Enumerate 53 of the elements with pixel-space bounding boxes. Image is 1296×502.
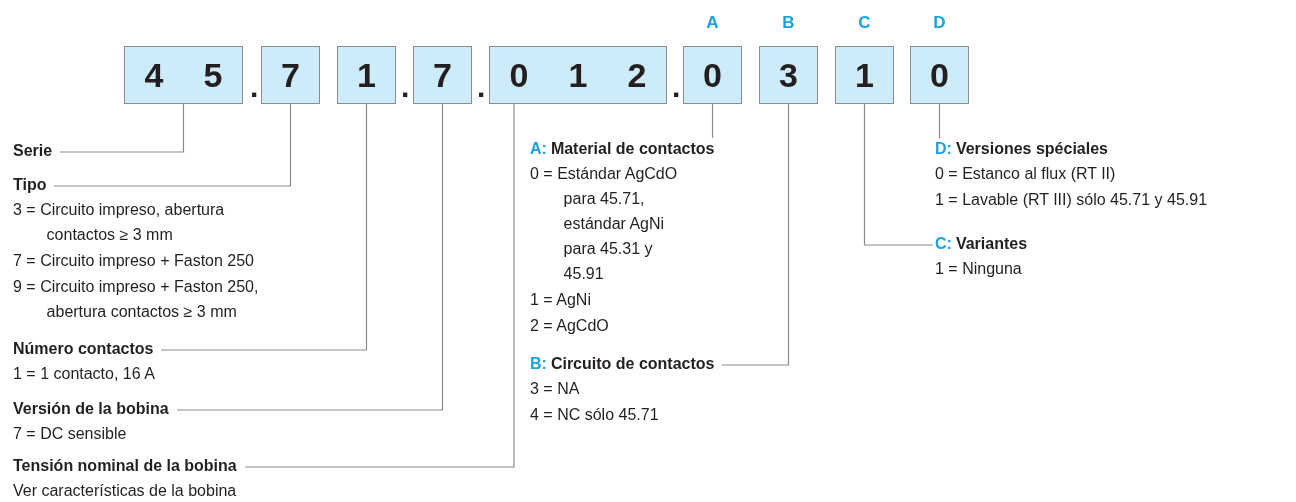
option-text: 0 = Estanco al flux (RT II) [935, 164, 1116, 184]
separator-dot: . [250, 72, 259, 102]
field-heading: Variantes [955, 234, 1028, 254]
field-heading: Circuito de contactos [550, 354, 715, 374]
option-letter: B [781, 14, 796, 31]
option-text: 1 = Ninguna [935, 259, 1023, 279]
option-letter: D [932, 14, 947, 31]
option-text: 0 = Estándar AgCdO para 45.71, estándar AgNi para 45.31 y 45.91 [530, 164, 679, 284]
option-text: 3 = NA [530, 379, 581, 399]
field-heading: Versión de la bobina [13, 399, 169, 419]
leader-line [244, 103, 515, 468]
separator-dot: . [672, 72, 681, 102]
option-text: 3 = Circuito impreso, abertura contactos ≥ 3 mm [13, 200, 226, 245]
option-letter: A [705, 14, 720, 31]
code-digit-box: 3 [759, 46, 818, 104]
leader-line [711, 103, 714, 139]
code-digit-box: 1 [835, 46, 894, 104]
option-text: 4 = NC sólo 45.71 [530, 405, 659, 425]
field-heading: Tensión nominal de la bobina [13, 456, 237, 476]
option-letter: C [857, 14, 872, 31]
field-heading: Serie [13, 141, 53, 161]
option-text: 9 = Circuito impreso + Faston 250, abertura contactos ≥ 3 mm [13, 277, 260, 322]
code-digit-box: 7 [261, 46, 320, 104]
option-key: A: [530, 138, 547, 160]
leader-line [721, 103, 790, 366]
code-digit-box: 4 5 [124, 46, 243, 104]
option-key: D: [935, 138, 952, 160]
option-key: C: [935, 233, 952, 255]
option-text: 1 = AgNi [530, 290, 592, 310]
leader-line [53, 103, 292, 187]
option-text: 1 = 1 contacto, 16 A [13, 364, 155, 384]
field-heading: Versiones spéciales [955, 139, 1108, 159]
code-digit-box: 0 1 2 [489, 46, 667, 104]
separator-dot: . [401, 72, 410, 102]
leader-line [863, 103, 934, 246]
option-text: Ver características de la bobina [13, 481, 237, 501]
code-digit-box: 0 [683, 46, 742, 104]
field-heading: Material de contactos [550, 139, 715, 159]
code-digit-box: 0 [910, 46, 969, 104]
code-digit-box: 1 [337, 46, 396, 104]
option-key: B: [530, 353, 547, 375]
code-digit-box: 7 [413, 46, 472, 104]
option-text: 7 = Circuito impreso + Faston 250 [13, 251, 254, 271]
field-heading: Tipo [13, 175, 47, 195]
leader-line [938, 103, 941, 139]
separator-dot: . [477, 72, 486, 102]
leader-line [59, 103, 185, 153]
field-heading: Número contactos [13, 339, 154, 359]
option-text: 1 = Lavable (RT III) sólo 45.71 y 45.91 [935, 190, 1208, 210]
leader-line [160, 103, 368, 351]
leader-line [176, 103, 444, 411]
option-text: 2 = AgCdO [530, 316, 610, 336]
option-text: 7 = DC sensible [13, 424, 127, 444]
